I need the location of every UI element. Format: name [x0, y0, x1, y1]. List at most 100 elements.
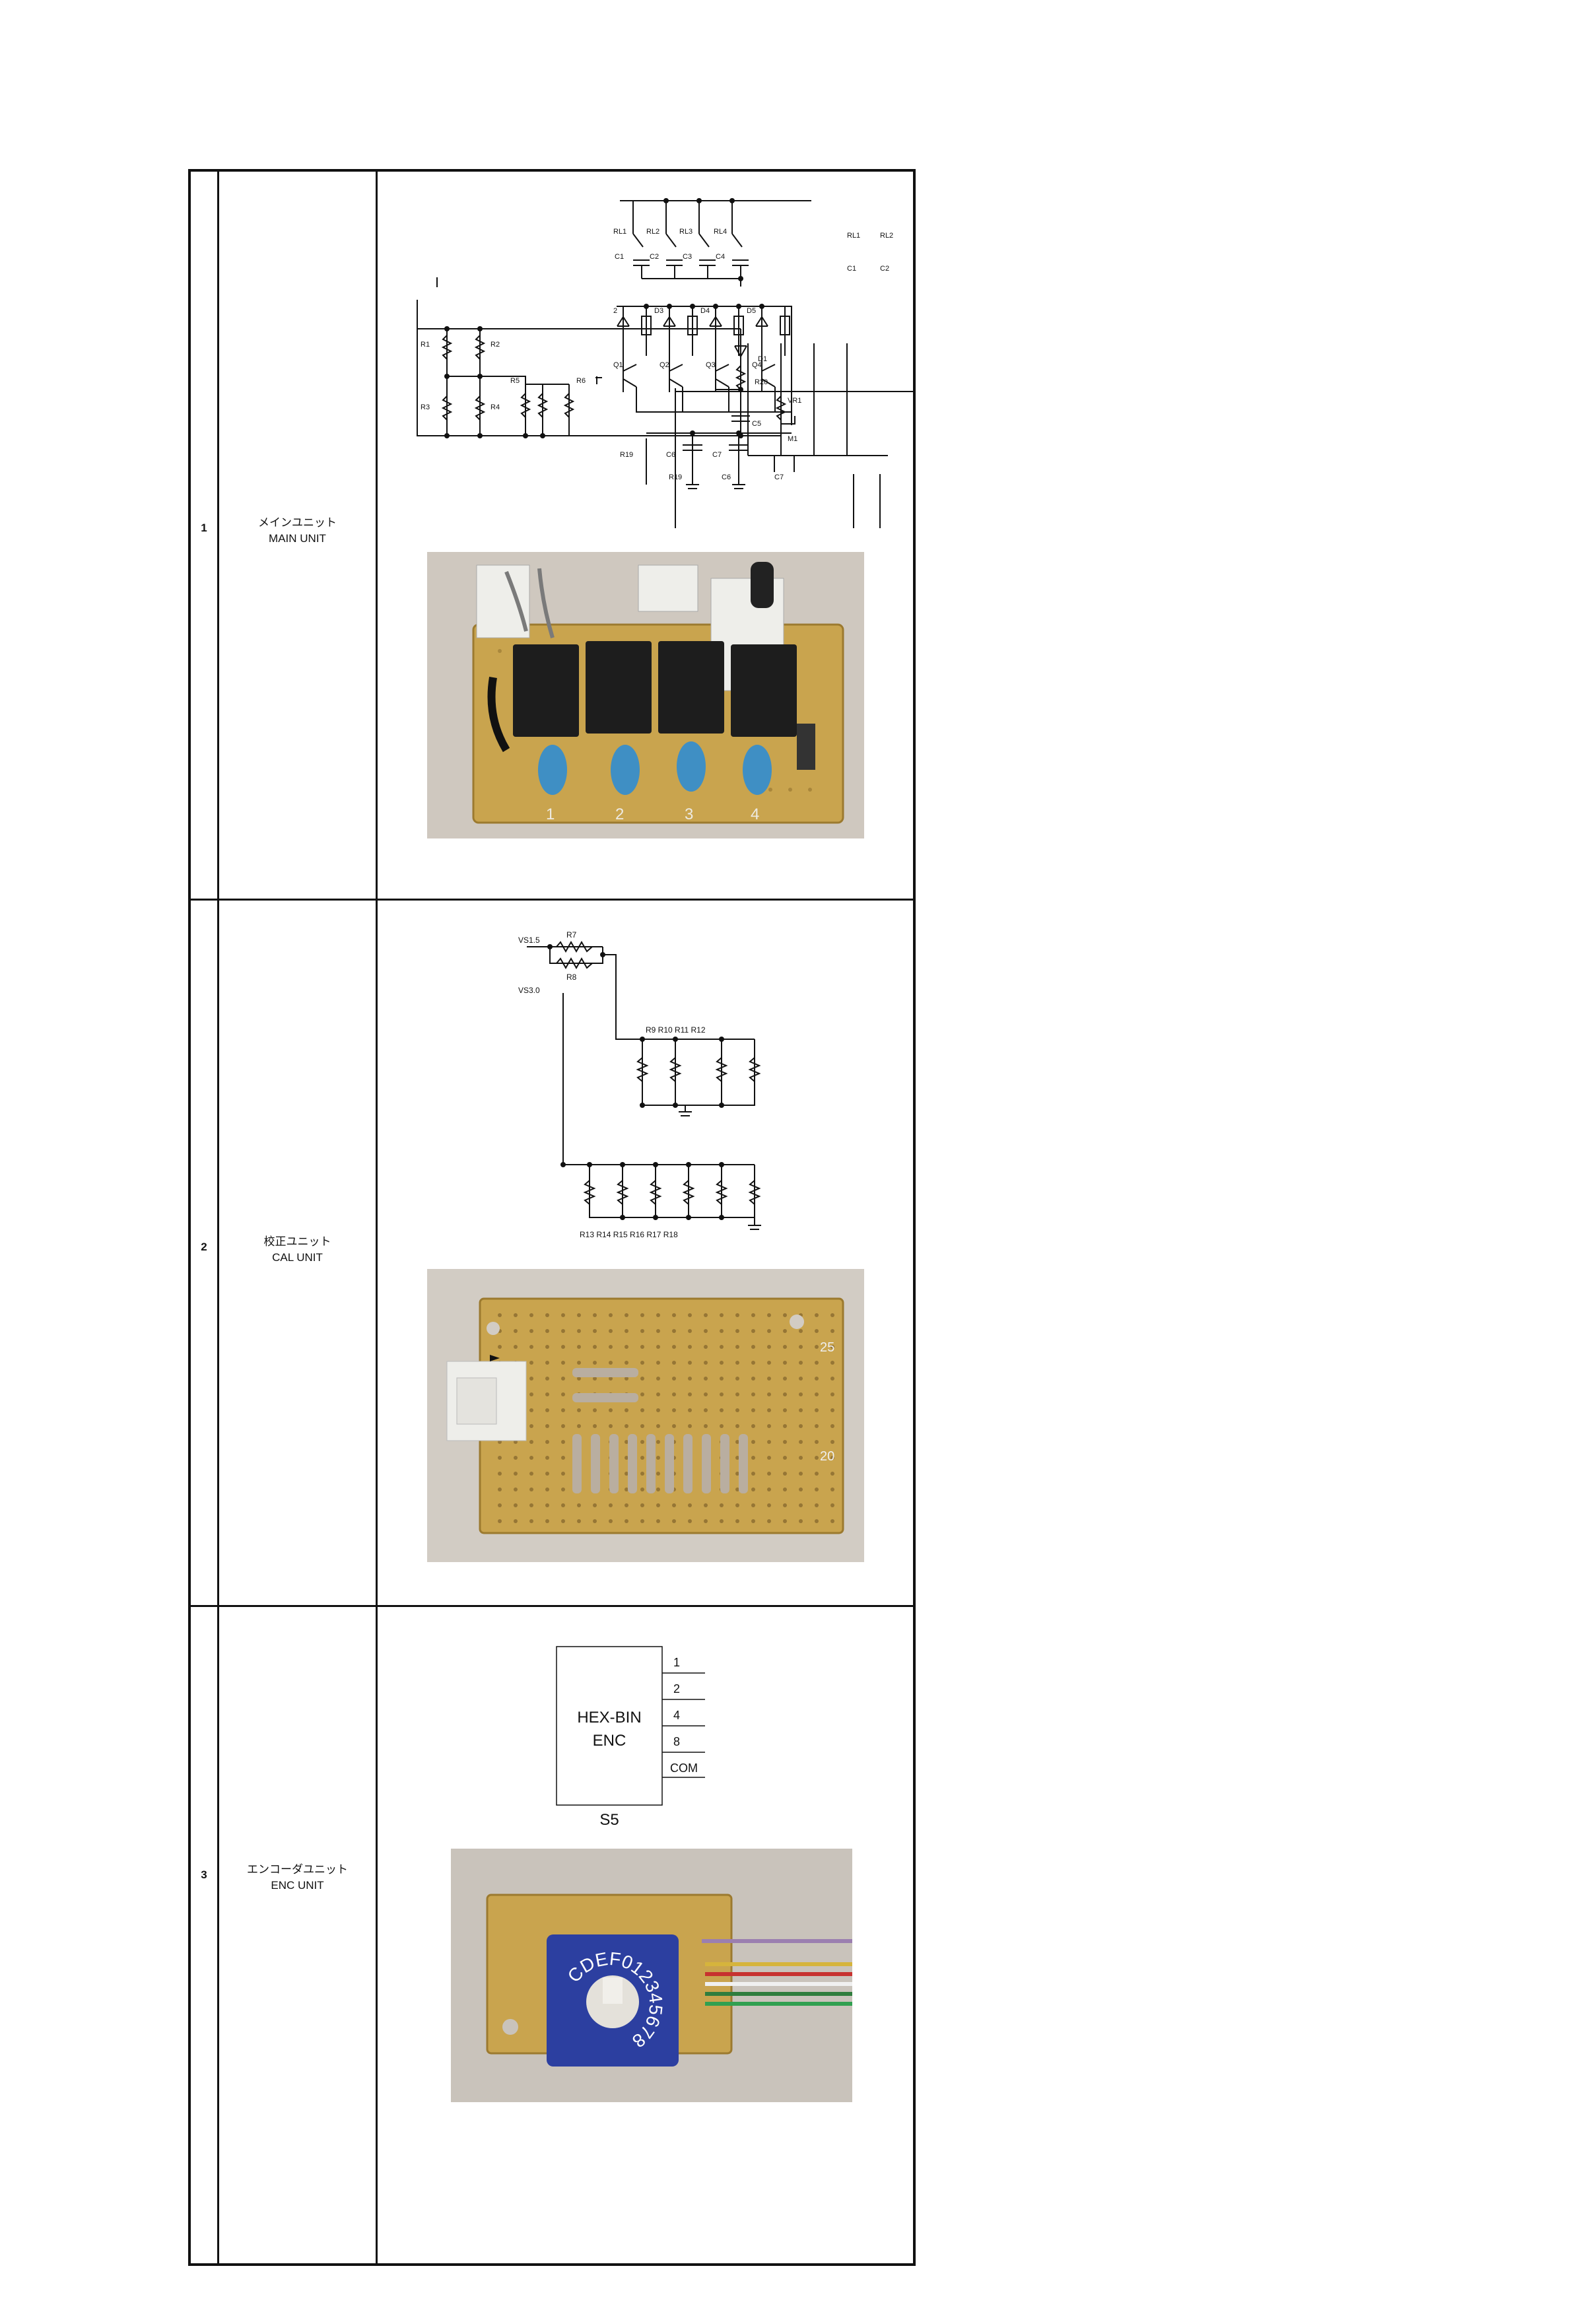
- encoder-pin-2: 2: [673, 1682, 680, 1695]
- pcb-hole: [561, 1424, 565, 1428]
- pcb-hole: [751, 1487, 755, 1491]
- pcb-hole: [735, 1377, 739, 1381]
- pcb-hole: [735, 1456, 739, 1460]
- pcb-hole: [830, 1424, 834, 1428]
- label-c7-block: C7: [712, 451, 722, 459]
- pcb-hole: [704, 1313, 708, 1317]
- pcb-hole: [498, 1487, 502, 1491]
- pcb-hole: [640, 1424, 644, 1428]
- pcb-hole: [735, 1503, 739, 1507]
- pcb-hole: [514, 1519, 518, 1523]
- label-d1: D1: [758, 355, 767, 363]
- pcb-hole: [720, 1313, 724, 1317]
- enc-unit-content: HEX-BIN ENC S5 1 2 4 8 COM: [378, 1607, 913, 2261]
- pcb-hole: [767, 1329, 771, 1333]
- pcb-hole: [498, 1313, 502, 1317]
- label-q2: Q2: [659, 361, 669, 369]
- pcb-hole: [767, 1392, 771, 1396]
- photo-digit-25: 25: [820, 1340, 834, 1355]
- pcb-hole: [720, 1503, 724, 1507]
- label-rl2: RL2: [880, 232, 893, 240]
- column-divider: [376, 172, 378, 899]
- label-c3: C3: [683, 253, 692, 261]
- pcb-hole: [704, 1424, 708, 1428]
- pcb-hole: [815, 1329, 819, 1333]
- pcb-hole: [640, 1377, 644, 1381]
- pcb-hole: [577, 1345, 581, 1349]
- pcb-hole: [656, 1377, 660, 1381]
- pcb-hole: [688, 1345, 692, 1349]
- table-row-enc-unit: 3 エンコーダユニット ENC UNIT HEX-BIN ENC S5: [191, 1607, 913, 2263]
- enc-unit-photo: CDEF012345678: [451, 1849, 852, 2102]
- pcb-hole: [830, 1392, 834, 1396]
- label-r4: R4: [490, 403, 500, 411]
- label-rl1-top: RL1: [613, 228, 626, 236]
- pcb-hole: [830, 1361, 834, 1365]
- pcb-hole: [783, 1440, 787, 1444]
- pcb-hole: [640, 1408, 644, 1412]
- pcb-hole: [720, 1392, 724, 1396]
- pcb-hole: [672, 1519, 676, 1523]
- resistor: [609, 1434, 619, 1493]
- pcb-hole: [815, 1472, 819, 1476]
- pcb-hole: [577, 1329, 581, 1333]
- pcb-hole: [498, 1503, 502, 1507]
- pcb-hole: [640, 1392, 644, 1396]
- pcb-hole: [830, 1487, 834, 1491]
- photo-digit-4: 4: [751, 805, 759, 823]
- pcb-hole: [593, 1313, 597, 1317]
- pcb-hole: [656, 1503, 660, 1507]
- pcb-hole: [640, 1361, 644, 1365]
- pcb-hole: [625, 1503, 628, 1507]
- pcb-hole: [688, 1329, 692, 1333]
- pcb-hole: [609, 1503, 613, 1507]
- pcb-hole: [609, 1329, 613, 1333]
- label-c1: C1: [847, 265, 856, 273]
- main-unit-content: R1 R2 R3 R4 R5 R6 D1 R20 VR1 C5 M1 RL1 R…: [378, 172, 943, 898]
- pcb-hole: [735, 1313, 739, 1317]
- pcb-hole: [735, 1440, 739, 1444]
- pcb-hole: [830, 1329, 834, 1333]
- pcb-hole: [529, 1440, 533, 1444]
- pcb-hole: [609, 1519, 613, 1523]
- label-vs30: VS3.0: [518, 986, 540, 995]
- pcb-hole: [529, 1361, 533, 1365]
- label-c7: C7: [774, 473, 784, 481]
- pcb-hole: [830, 1519, 834, 1523]
- pcb-hole: [767, 1440, 771, 1444]
- pcb-hole: [815, 1456, 819, 1460]
- pcb-hole: [720, 1361, 724, 1365]
- unit-table: 1 メインユニット MAIN UNIT: [188, 169, 943, 2266]
- pcb-hole: [767, 1361, 771, 1365]
- pcb-hole: [593, 1361, 597, 1365]
- pcb-hole: [577, 1313, 581, 1317]
- label-vs15: VS1.5: [518, 936, 540, 945]
- pcb-hole: [529, 1408, 533, 1412]
- label-c2: C2: [880, 265, 889, 273]
- resistor: [665, 1434, 674, 1493]
- pcb-hole: [593, 1519, 597, 1523]
- pcb-hole: [783, 1329, 787, 1333]
- pcb-hole: [672, 1361, 676, 1365]
- pcb-hole: [545, 1313, 549, 1317]
- row-number: 1: [201, 522, 207, 534]
- label-rl3: RL3: [679, 228, 693, 236]
- pcb-hole: [672, 1408, 676, 1412]
- cal-unit-photo: 25 20: [427, 1269, 864, 1562]
- pcb-hole: [751, 1377, 755, 1381]
- pcb-hole: [720, 1408, 724, 1412]
- pcb-hole: [529, 1392, 533, 1396]
- photo-digit-1: 1: [546, 805, 555, 823]
- pcb-hole: [625, 1345, 628, 1349]
- pcb-hole: [609, 1313, 613, 1317]
- pcb-hole: [561, 1472, 565, 1476]
- pcb-hole: [640, 1329, 644, 1333]
- pcb-hole: [751, 1424, 755, 1428]
- pcb-hole: [672, 1329, 676, 1333]
- label-r6: R6: [576, 377, 586, 385]
- pcb-hole: [799, 1440, 803, 1444]
- pcb-hole: [545, 1472, 549, 1476]
- pcb-hole: [720, 1377, 724, 1381]
- pcb-hole: [783, 1313, 787, 1317]
- pcb-hole: [656, 1345, 660, 1349]
